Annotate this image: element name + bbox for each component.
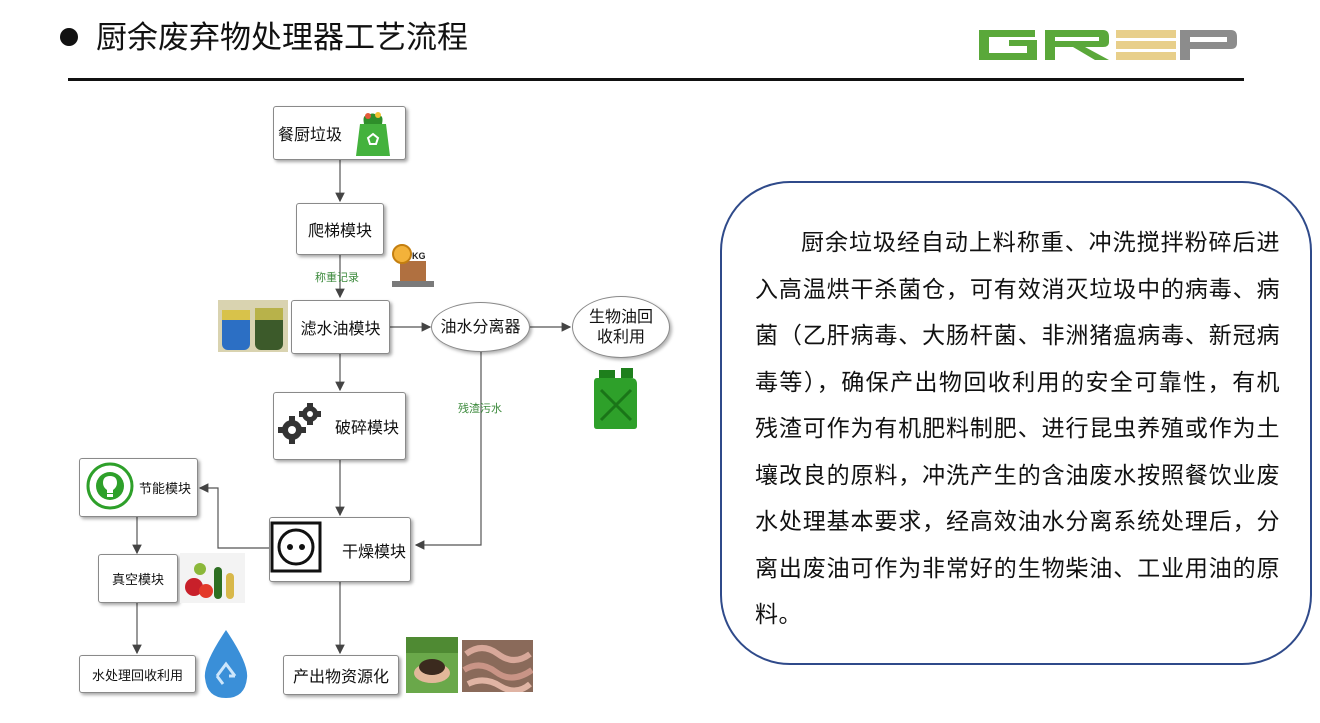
node-dry-module-label: 干燥模块 bbox=[341, 541, 406, 561]
node-water-recycle: 水处理回收利用 bbox=[79, 655, 196, 693]
edge-label-residue-water: 残渣污水 bbox=[458, 402, 502, 415]
node-vacuum-module-label: 真空模块 bbox=[111, 573, 164, 588]
node-ladder-module-label: 爬梯模块 bbox=[307, 221, 372, 240]
node-ladder-module: 爬梯模块 bbox=[296, 203, 384, 255]
dryer-icon bbox=[270, 521, 322, 573]
soil-hand-photo-icon bbox=[406, 637, 458, 693]
energy-efficient-icon bbox=[86, 462, 134, 510]
node-vacuum-module: 真空模块 bbox=[98, 554, 178, 603]
produce-photo-icon bbox=[180, 553, 245, 603]
trash-bag-icon bbox=[356, 112, 390, 156]
jerry-can-icon bbox=[594, 368, 637, 429]
node-output-resource: 产出物资源化 bbox=[283, 655, 399, 695]
node-water-recycle-label: 水处理回收利用 bbox=[91, 668, 183, 684]
water-drop-recycle-icon bbox=[204, 630, 248, 698]
description-panel bbox=[720, 181, 1312, 665]
node-biodiesel-recycle-label: 生物油回收利用 bbox=[588, 307, 653, 346]
worms-photo-icon bbox=[462, 640, 533, 692]
scale-icon: KG bbox=[392, 244, 434, 287]
node-energy-module-label: 节能模块 bbox=[138, 482, 191, 497]
gears-icon bbox=[278, 403, 321, 444]
oil-jars-icon bbox=[218, 300, 288, 352]
node-biodiesel-recycle: 生物油回收利用 bbox=[572, 296, 670, 358]
flow-connectors bbox=[132, 160, 572, 655]
slide-title-text: 厨余废弃物处理器工艺流程 bbox=[96, 20, 468, 56]
node-oil-water-separator-label: 油水分离器 bbox=[440, 317, 521, 336]
grep-logo bbox=[979, 30, 1237, 60]
node-crush-module-label: 破碎模块 bbox=[334, 418, 399, 437]
node-kitchen-waste-label: 餐厨垃圾 bbox=[278, 125, 343, 144]
scale-badge-text: KG bbox=[412, 251, 426, 261]
node-output-resource-label: 产出物资源化 bbox=[292, 667, 389, 686]
bullet-icon bbox=[60, 27, 78, 46]
node-filter-oil-module: 滤水油模块 bbox=[291, 300, 390, 354]
node-oil-water-separator: 油水分离器 bbox=[431, 302, 530, 352]
slide-title: 厨余废弃物处理器工艺流程 bbox=[60, 16, 468, 60]
title-divider bbox=[68, 78, 1244, 81]
description-text: 厨余垃圾经自动上料称重、冲洗搅拌粉碎后进入高温烘干杀菌仓，可有效消灭垃圾中的病毒… bbox=[755, 230, 1280, 628]
edge-label-weigh-record: 称重记录 bbox=[315, 271, 359, 284]
node-filter-oil-module-label: 滤水油模块 bbox=[300, 319, 381, 338]
